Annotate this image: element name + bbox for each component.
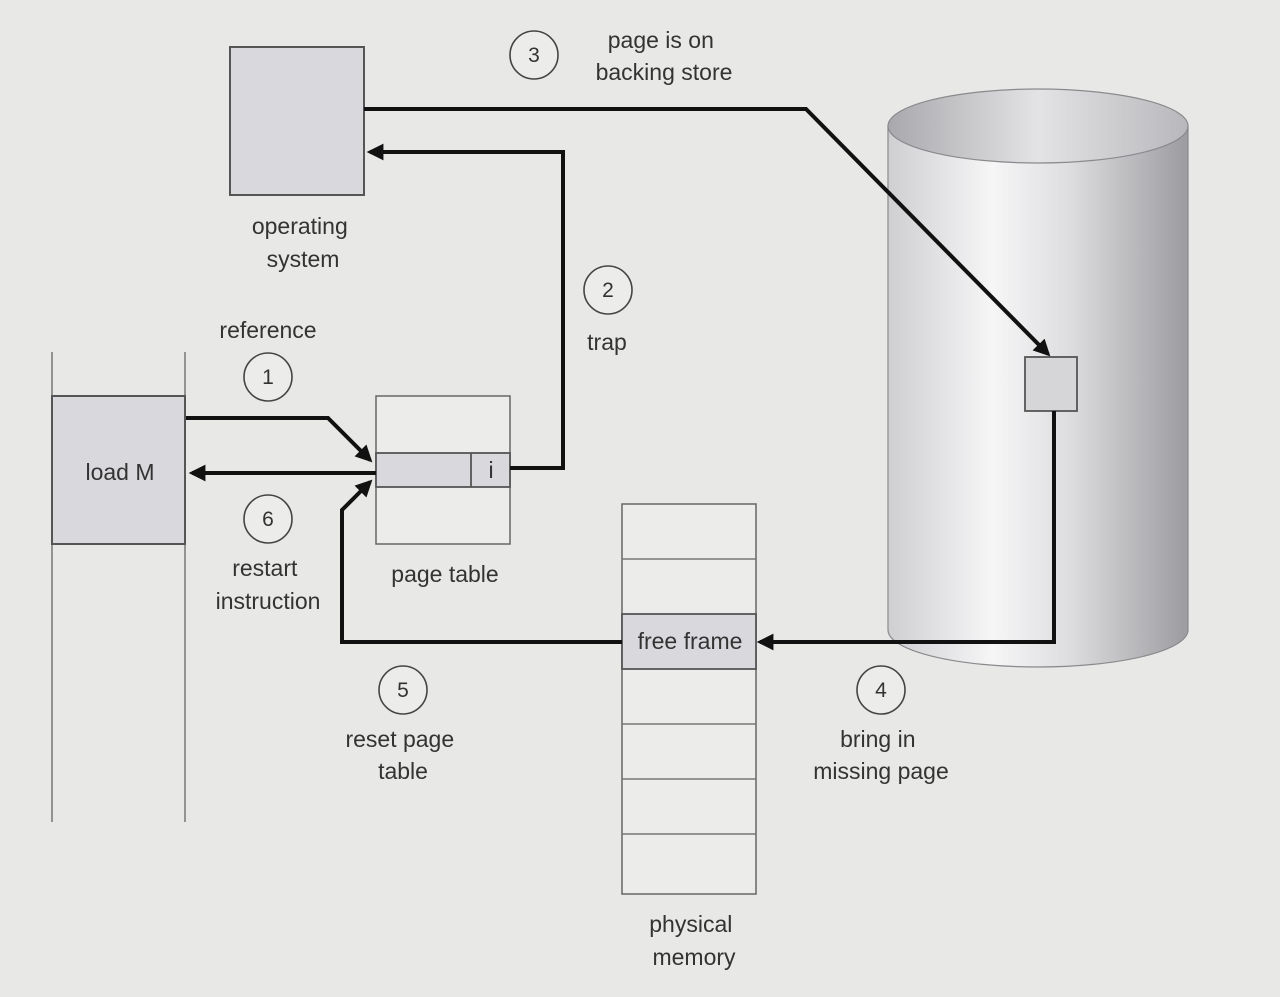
step-4-label: bring in missing page [813, 726, 949, 784]
load-instruction-box [51, 395, 186, 545]
step-5-label: reset page table [345, 726, 460, 784]
step-1: 1 [243, 352, 293, 402]
trap-arrow [366, 143, 565, 470]
valid-invalid-bit: i [488, 457, 493, 483]
svg-text:4: 4 [875, 679, 887, 702]
operating-system-box [229, 46, 365, 196]
step-3-label: page is on backing store [596, 27, 733, 85]
page-on-backing-store-arrow [364, 107, 1051, 357]
step-2-label: trap [587, 329, 627, 355]
load-instruction-label: load M [85, 459, 154, 485]
physical-memory-label: physical memory [649, 911, 739, 970]
operating-system-label: operating system [252, 213, 354, 272]
step-6-label: restart instruction [216, 555, 321, 614]
step-5: 5 [378, 665, 428, 715]
reference-arrow [186, 416, 373, 463]
step-2: 2 [583, 265, 633, 315]
svg-text:6: 6 [262, 508, 274, 531]
svg-text:2: 2 [602, 279, 614, 302]
step-4: 4 [856, 665, 906, 715]
missing-page-on-disk [1024, 356, 1078, 412]
free-frame-label: free frame [638, 628, 743, 654]
svg-text:5: 5 [397, 679, 409, 702]
backing-store-disk [887, 88, 1189, 668]
page-table-entry [375, 452, 511, 488]
page-table [375, 395, 511, 545]
step-3: 3 [509, 30, 559, 80]
reset-page-table-arrow [340, 479, 622, 644]
page-table-label: page table [391, 561, 498, 587]
physical-memory [621, 503, 757, 895]
svg-text:1: 1 [262, 366, 274, 389]
process-memory [51, 352, 186, 822]
bring-in-missing-page-arrow [756, 411, 1056, 651]
step-1-label: reference [219, 317, 316, 343]
step-6: 6 [243, 494, 293, 544]
svg-text:3: 3 [528, 44, 540, 67]
